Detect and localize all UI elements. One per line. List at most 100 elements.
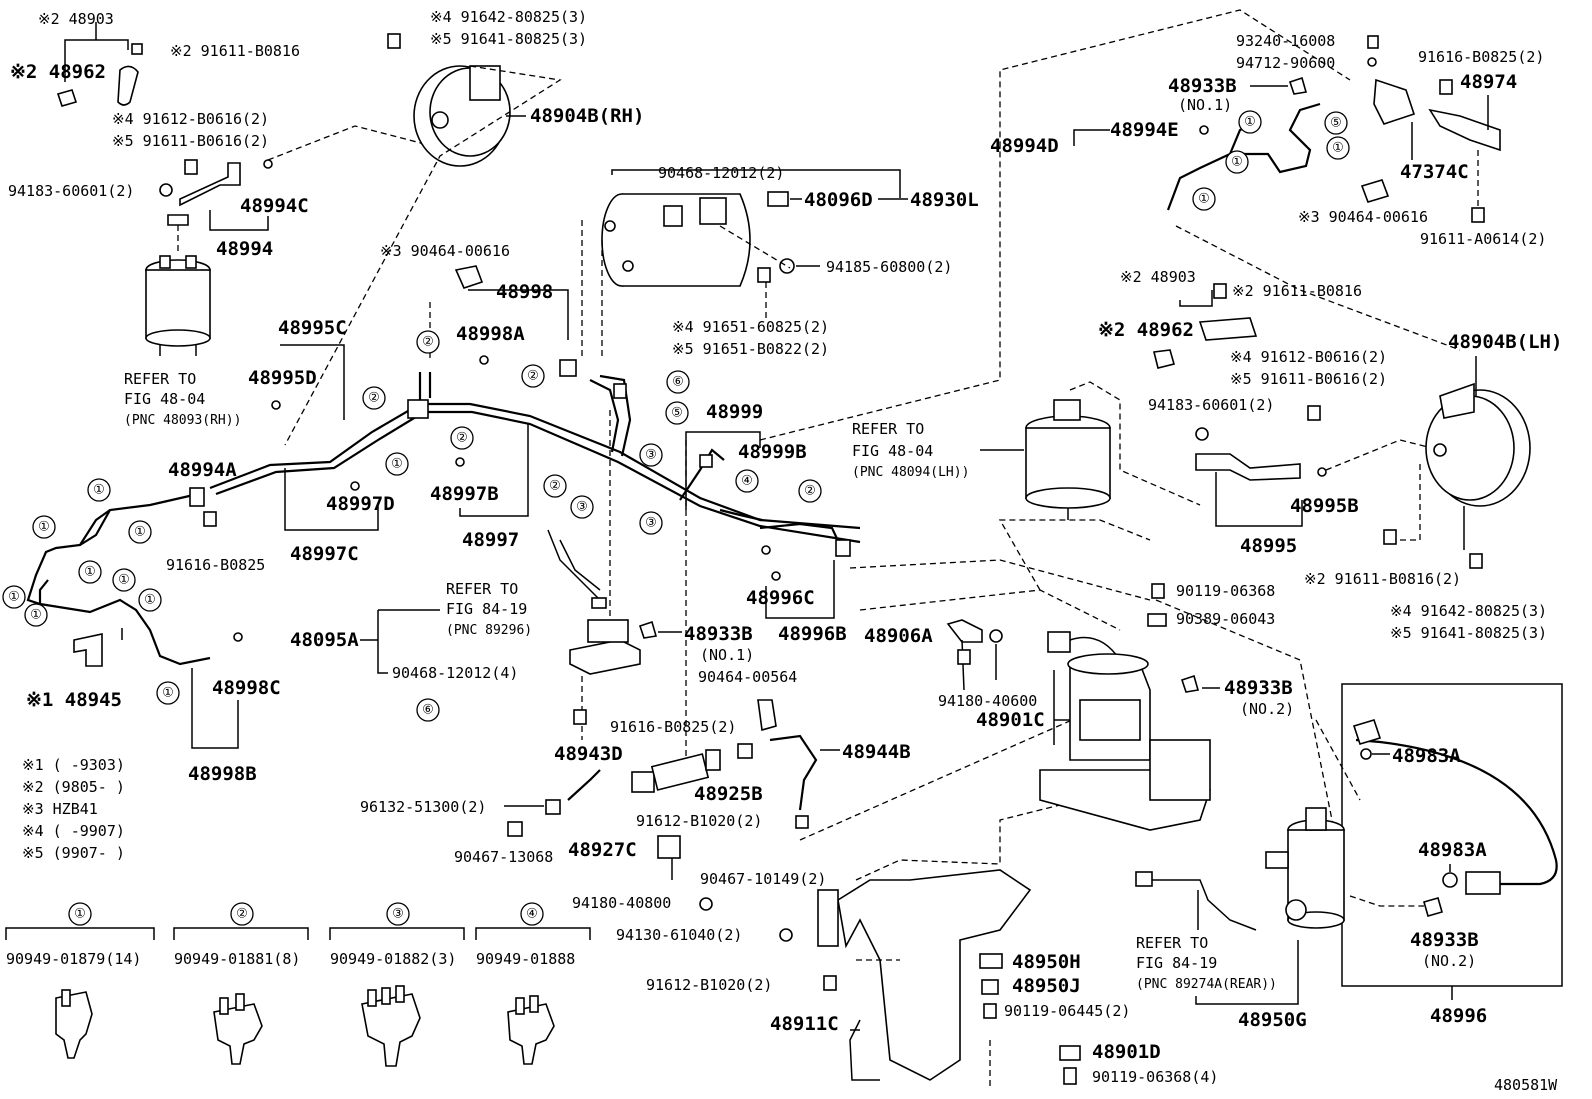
clamp-48903-icon: [1198, 317, 1258, 341]
label-48995: 48995: [1240, 535, 1297, 557]
clip-90464-icon: [1360, 179, 1390, 203]
fitting-icon: [407, 399, 429, 419]
label-48945: ※1 48945: [26, 689, 122, 711]
fitting-icon: [699, 454, 713, 468]
pipe-bundle-icon: [26, 359, 861, 666]
label-91611-b0816: ※2 91611-B0816: [170, 42, 300, 60]
callout-1: ①: [1326, 136, 1350, 160]
label-91616-b0825: 91616-B0825: [166, 556, 265, 574]
svg-text:①: ①: [162, 686, 174, 701]
label-48999b: 48999B: [738, 441, 807, 463]
fitting-icon: [559, 359, 577, 377]
clamp-icon: [545, 799, 561, 815]
svg-text:⑥: ⑥: [422, 703, 434, 718]
label-491642: ※4 91642-80825(3): [430, 8, 587, 26]
bolt-icon: [757, 267, 771, 283]
label-94185-60800: 94185-60800(2): [826, 258, 952, 276]
insulator-48901d-icon: [1059, 1045, 1081, 1061]
sensor-48927c-icon: [657, 835, 681, 859]
callout-1: ①: [68, 902, 92, 926]
label-94183-60601: 94183-60601(2): [8, 182, 134, 200]
clip-48933b-icon: [1180, 674, 1200, 693]
group-48904b-rh: ※4 91642-80825(3) ※5 91641-80825(3) 4890…: [284, 8, 644, 446]
label-48904b-rh: 48904B(RH): [530, 105, 644, 127]
label-48983a-2: 48983A: [1418, 839, 1487, 861]
callout-4: ④: [735, 469, 759, 493]
label-90119-06445: 90119-06445(2): [1004, 1002, 1130, 1020]
label-48933b-no2: 48933B: [1224, 677, 1293, 699]
group-48911c: 48911C: [770, 779, 1161, 1081]
bolt-icon: [184, 159, 198, 175]
label-no1-b: (NO.1): [1178, 96, 1232, 114]
nut-icon: [989, 629, 1003, 643]
label-48983a-1: 48983A: [1392, 745, 1461, 767]
label-48998c: 48998C: [212, 677, 281, 699]
clip-48933b-icon: [1288, 76, 1308, 95]
bolt-icon: [1307, 405, 1321, 421]
group-48996: 48983A 48983A 48933B (NO.2) 48996 REFER …: [1135, 683, 1563, 1031]
label-91651-b0822: ※5 91651-B0822(2): [672, 340, 829, 358]
o-ring-icon: [1360, 748, 1372, 760]
label-48962: ※2 48962: [10, 61, 106, 83]
connector-icon: [1135, 871, 1153, 887]
callout-1: ①: [2, 585, 26, 609]
label-48950j: 48950J: [1012, 975, 1081, 997]
svg-text:③: ③: [645, 516, 657, 531]
label-90119-06368-4: 90119-06368(4): [1092, 1068, 1218, 1086]
callout-3: ③: [570, 495, 594, 519]
refer-lh-line2: FIG 48-04: [852, 442, 933, 460]
callout-2: ②: [798, 479, 822, 503]
svg-text:①: ①: [134, 525, 146, 540]
clip-part-number: 90949-01879(14): [6, 950, 141, 968]
svg-text:①: ①: [30, 608, 42, 623]
hose-48943d-icon: [567, 769, 601, 801]
svg-text:②: ②: [236, 907, 248, 922]
clip-90464-00564-icon: [757, 699, 777, 732]
label-48096d: 48096D: [804, 189, 873, 211]
bolt-icon: [387, 33, 401, 49]
label-96132-51300: 96132-51300(2): [360, 798, 486, 816]
label-48997: 48997: [462, 529, 519, 551]
svg-text:②: ②: [368, 391, 380, 406]
svg-text:①: ①: [1231, 155, 1243, 170]
label-90464-00564: 90464-00564: [698, 668, 797, 686]
callout-3: ③: [639, 511, 663, 535]
label-90464-00616: ※3 90464-00616: [380, 242, 510, 260]
bolt-icon: [983, 1003, 997, 1019]
refer-rear-line1: REFER TO: [1136, 934, 1208, 952]
refer-rh-line2: FIG 48-04: [124, 390, 205, 408]
callout-2: ②: [416, 330, 440, 354]
label-48933b-no2-b: 48933B: [1410, 929, 1479, 951]
note-2: ※2 (9805- ): [22, 778, 125, 796]
bushing-48962-icon: [1153, 349, 1175, 369]
label-93240-16008: 93240-16008: [1236, 32, 1335, 50]
label-48997d: 48997D: [326, 493, 395, 515]
note-4: ※4 ( -9907): [22, 822, 125, 840]
label-48901c: 48901C: [976, 709, 1045, 731]
o-ring-icon: [1317, 467, 1327, 477]
callout-2: ②: [521, 364, 545, 388]
label-48944b: 48944B: [842, 741, 911, 763]
o-ring-48994c-icon: [263, 159, 273, 169]
label-91612-b1020-b: 91612-B1020(2): [646, 976, 772, 994]
note-5: ※5 (9907- ): [22, 844, 125, 862]
clip-legend-item: ② 90949-01881(8): [173, 902, 309, 1065]
refer-lh-line1: REFER TO: [852, 420, 924, 438]
group-48095a: REFER TO FIG 84-19 (PNC 89296) 48095A 90…: [290, 529, 641, 740]
svg-text:①: ①: [391, 457, 403, 472]
svg-text:①: ①: [1332, 141, 1344, 156]
svg-text:①: ①: [93, 483, 105, 498]
bushing-48962-icon: [56, 89, 78, 107]
fitting-icon: [1465, 871, 1501, 895]
label-94130-61040: 94130-61040(2): [616, 926, 742, 944]
bolt-icon: [795, 815, 809, 829]
label-91616-b0825-2: 91616-B0825(2): [610, 718, 736, 736]
callout-1: ①: [385, 452, 409, 476]
clip-4-icon: [507, 995, 555, 1065]
label-48906a: 48906A: [864, 625, 933, 647]
clip-1-icon: [55, 989, 93, 1059]
fitting-icon: [613, 383, 627, 399]
bracket-47374c-icon: [1373, 78, 1416, 125]
fitting-48994a-icon: [189, 487, 205, 507]
callout-1: ①: [1192, 187, 1216, 211]
